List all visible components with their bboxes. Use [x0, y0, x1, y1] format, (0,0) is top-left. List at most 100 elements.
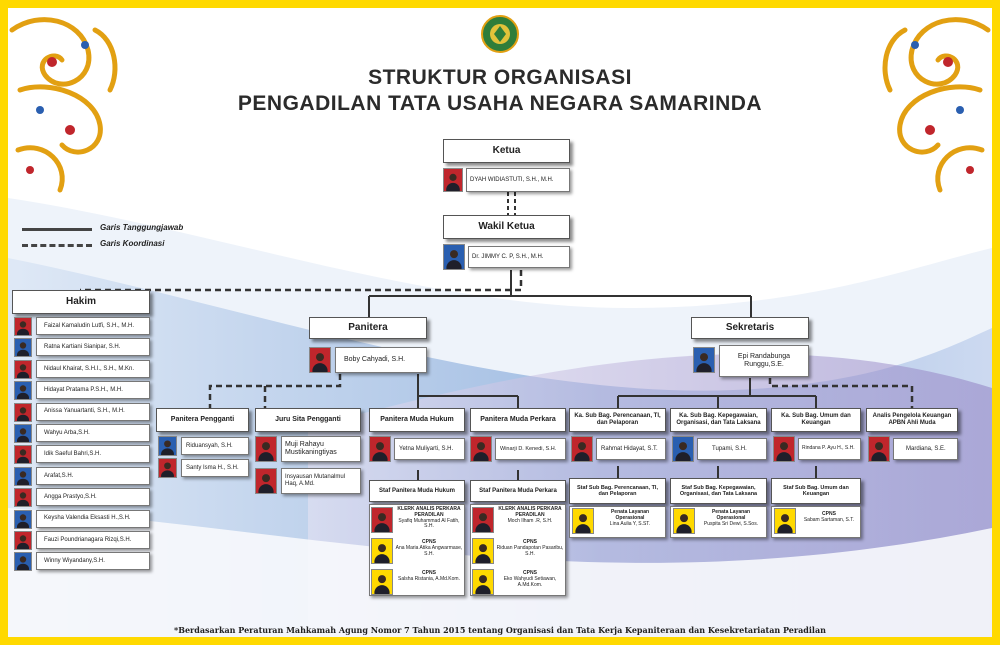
- staff-name: Eko Wahyudi Setiawan, A.Md.Kom.: [503, 575, 557, 588]
- person-photo-icon: [16, 342, 30, 357]
- staff-photo: [472, 569, 494, 595]
- sub-umum-photo: [773, 436, 795, 462]
- staff-name: Puspita Sri Dewi, S.Sos.: [703, 520, 759, 527]
- staf-ptip-label-line: dan Pelaporan: [598, 491, 637, 497]
- person-photo-icon: [475, 575, 491, 594]
- hakim-photo: [14, 531, 32, 550]
- staff-role: CPNS: [523, 570, 537, 576]
- sub-ptip-name: Rahmat Hidayat, S.T.: [596, 438, 666, 460]
- sub-ptip-label-line: dan Pelaporan: [596, 420, 639, 426]
- panitera-pengganti-header: Panitera Pengganti: [156, 408, 249, 432]
- person-photo-icon: [16, 556, 30, 571]
- jurusita-name-line: Mustikaningtiyas: [285, 449, 337, 456]
- staff-name: Moch Ilham .R, S.H.: [507, 517, 553, 524]
- person-photo-icon: [258, 442, 274, 461]
- sub-kepeg-name: Tupami, S.H.: [697, 438, 767, 460]
- person-photo-icon: [16, 364, 30, 378]
- staff-photo: [371, 569, 393, 595]
- hakim-member-name: Winny Wiyandany,S.H.: [36, 552, 150, 571]
- sub-kepeg-label-line: Ka. Sub Bag. Kepegawaian,: [679, 413, 758, 420]
- person-photo-icon: [871, 442, 887, 461]
- page-title: STRUKTUR ORGANISASI: [368, 66, 632, 89]
- person-photo-icon: [372, 442, 388, 461]
- sekretaris-name: Epi Randabunga Runggu,S.E.: [719, 345, 809, 377]
- sub-kepeg-label-line: Organisasi, dan Tata Laksana: [676, 420, 761, 426]
- person-photo-icon: [374, 575, 390, 594]
- staf-kepeg-label-line: Organisasi, dan Tata Laksana: [679, 491, 758, 497]
- hakim-member-name: Faizal Kamaludin Lutfi, S.H., M.H.: [36, 317, 150, 335]
- staf-umum-label-line: Keuangan: [802, 491, 830, 497]
- hakim-photo: [14, 445, 32, 465]
- hakim-photo: [14, 402, 32, 422]
- hakim-member-name: Ratna Kartiani Sianipar, S.H.: [36, 338, 150, 357]
- hakim-photo: [14, 338, 32, 358]
- staf-pm-perkara-header: Staf Panitera Muda Perkara: [470, 480, 566, 502]
- hakim-member-name: Anissa Yanuartanti, S.H., M.H.: [36, 402, 150, 421]
- person-photo-icon: [374, 513, 390, 532]
- staff-role: CPNS: [822, 511, 836, 517]
- sekretaris-name-line1: Epi Randabunga: [737, 353, 791, 361]
- legend-dashed-line: [22, 244, 92, 247]
- hakim-photo: [14, 509, 32, 529]
- staff-role: KLERK ANALIS PERKARA PERADILAN: [498, 506, 562, 518]
- staff-name: Riduan Pandapotan Pasaribu, S.H.: [496, 544, 564, 557]
- pm-perkara-name: Winarji D. Kenedi, S.H.: [495, 438, 566, 460]
- staff-role: Penata Layanan: [610, 509, 650, 515]
- person-photo-icon: [16, 406, 30, 421]
- hakim-member-name: Fauzi Poundrianagara Rizqi,S.H.: [36, 531, 150, 549]
- jurusita-name-line: Insyausan Mutanalmul: [285, 474, 346, 481]
- legend-solid-label: Garis Tanggungjawab: [100, 223, 184, 232]
- staf-kepeg-header: Staf Sub Bag. Kepegawaian,Organisasi, da…: [670, 478, 767, 504]
- hakim-member-name: Keysha Valendia Eksasti H.,S.H.: [36, 509, 150, 528]
- analis-name: Mardiana, S.E.: [893, 438, 958, 460]
- pm-hukum-name: Yetna Muliyarti, S.H.: [394, 438, 465, 460]
- person-photo-icon: [16, 428, 30, 442]
- pengganti-name: Santy Isma H., S.H.: [181, 459, 249, 477]
- hakim-header: Hakim: [12, 290, 150, 314]
- sekretaris-photo: [693, 347, 715, 373]
- sub-umum-name: Rindana P. Ayu H., S.H.: [798, 438, 861, 460]
- panitera-photo: [309, 347, 331, 373]
- ketua-header: Ketua: [443, 139, 570, 163]
- panitera-name: Boby Cahyadi, S.H.: [335, 347, 427, 373]
- person-photo-icon: [16, 471, 30, 485]
- staff-role: Operasional: [716, 514, 746, 521]
- hakim-member-name: Idik Saeful Bahri,S.H.: [36, 445, 150, 464]
- staff-photo: [371, 538, 393, 564]
- staff-role: Penata Layanan: [711, 509, 751, 515]
- analis-photo: [868, 436, 890, 462]
- page-subtitle: PENGADILAN TATA USAHA NEGARA SAMARINDA: [237, 92, 763, 115]
- jurusita-header: Juru Sita Pengganti: [255, 408, 361, 432]
- pengganti-photo: [158, 436, 177, 456]
- ketua-photo: [443, 168, 463, 192]
- hakim-photo: [14, 488, 32, 508]
- person-photo-icon: [676, 514, 692, 533]
- hakim-member-name: Wahyu Arba,S.H.: [36, 424, 150, 442]
- panitera-header: Panitera: [309, 317, 427, 339]
- staff-name: Syafiq Muhammad Al Fatih, S.H.: [398, 517, 460, 530]
- jurusita-name-line: Muji Rahayu: [285, 441, 324, 449]
- pm-perkara-photo: [470, 436, 492, 462]
- staff-role: CPNS: [523, 539, 537, 545]
- staff-role: Operasional: [615, 514, 645, 521]
- person-photo-icon: [777, 514, 793, 533]
- person-photo-icon: [258, 474, 274, 493]
- staf-ptip-label-line: Staf Sub Bag. Perencanaan, TI,: [577, 484, 658, 491]
- staf-umum-label-line: Staf Sub Bag. Umum dan: [783, 484, 849, 491]
- pm-hukum-photo: [369, 436, 391, 462]
- staff-photo: [371, 507, 393, 533]
- person-photo-icon: [16, 449, 30, 464]
- staff-role: CPNS: [422, 539, 436, 545]
- staf-ptip-header: Staf Sub Bag. Perencanaan, TI,dan Pelapo…: [569, 478, 666, 504]
- hakim-photo: [14, 424, 32, 443]
- analis-label-line: APBN Ahli Muda: [888, 420, 936, 426]
- person-photo-icon: [16, 321, 30, 335]
- person-photo-icon: [446, 173, 460, 191]
